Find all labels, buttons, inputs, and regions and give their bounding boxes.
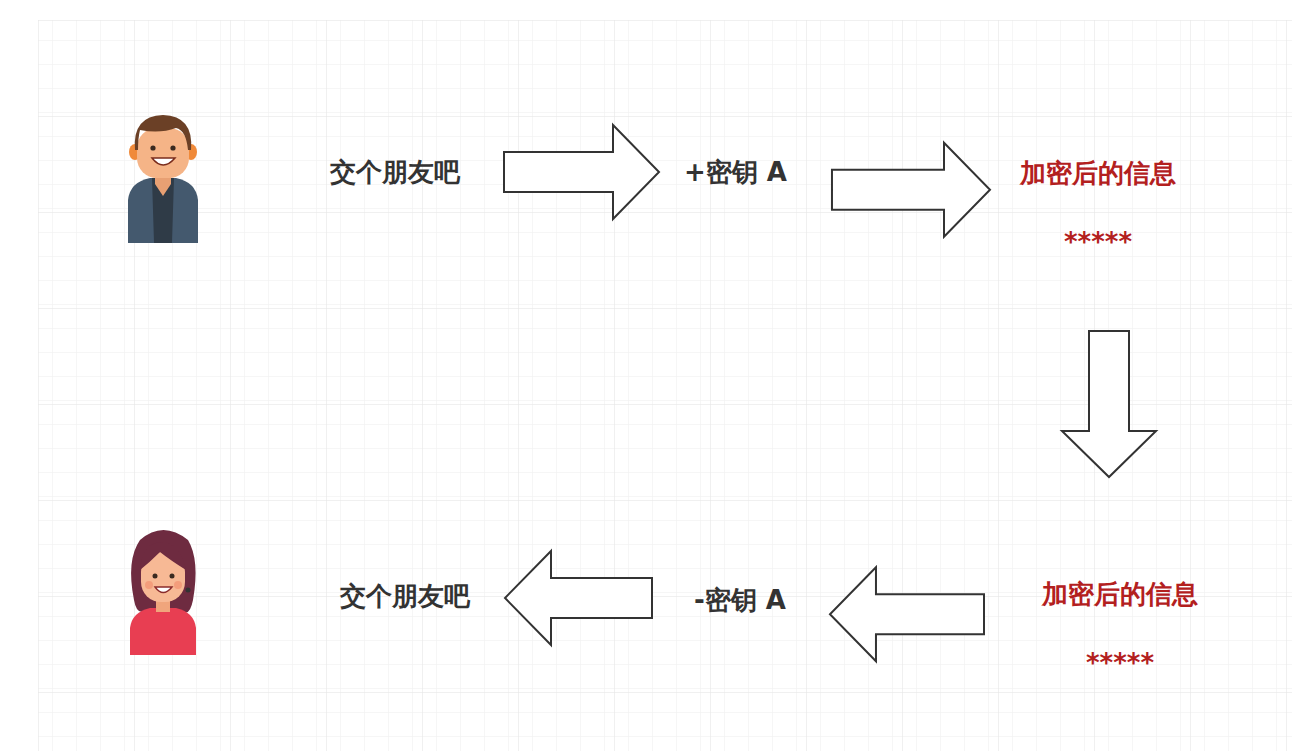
woman-figure <box>130 530 196 655</box>
message-text: 加密后的信息 <box>1042 577 1198 611</box>
text-node: 加密后的信息 ***** <box>1020 156 1176 259</box>
text-node: +密钥 A <box>684 155 787 189</box>
block-arrow <box>830 567 984 661</box>
message-text: 加密后的信息 <box>1020 156 1176 190</box>
man-figure <box>128 115 198 243</box>
text-node: -密钥 A <box>694 583 786 617</box>
message-text: 交个朋友吧 <box>340 579 470 613</box>
block-arrow <box>832 143 990 237</box>
block-arrow <box>504 125 659 219</box>
text-node: 交个朋友吧 <box>330 155 460 189</box>
message-text: +密钥 A <box>684 155 787 189</box>
cipher-text: ***** <box>1086 646 1154 680</box>
message-text: 交个朋友吧 <box>330 155 460 189</box>
message-text: -密钥 A <box>694 583 786 617</box>
block-arrow <box>1062 331 1156 477</box>
text-node: 加密后的信息 ***** <box>1042 577 1198 680</box>
cipher-text: ***** <box>1064 225 1132 259</box>
text-node: 交个朋友吧 <box>340 579 470 613</box>
block-arrow <box>505 551 652 645</box>
